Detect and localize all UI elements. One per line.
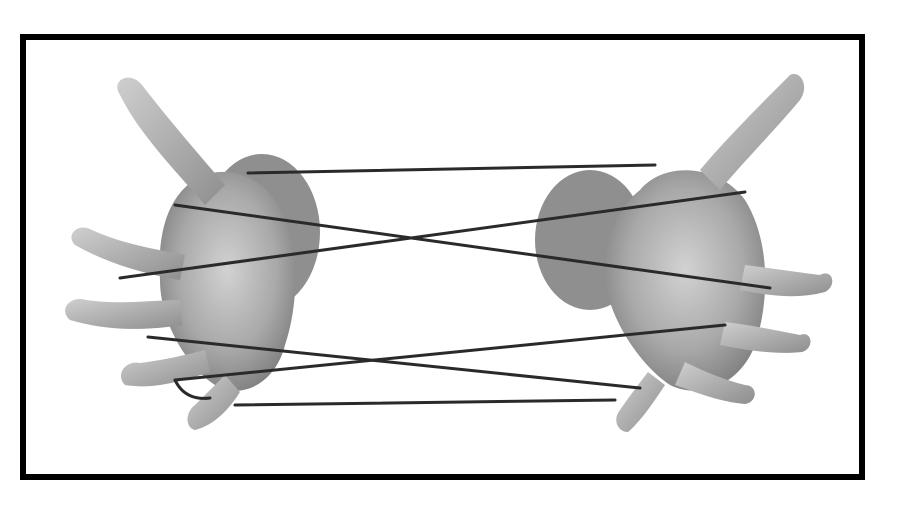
right-middle-finger xyxy=(720,322,811,353)
string-loop xyxy=(118,163,772,407)
string-bottom xyxy=(233,398,617,407)
string-left-hook xyxy=(173,378,212,400)
left-ring-finger xyxy=(120,350,210,387)
right-index-finger xyxy=(740,265,833,297)
right-ring-finger xyxy=(675,362,755,404)
string-cross-2a xyxy=(146,335,642,390)
right-thumb xyxy=(700,74,805,190)
string-cross-1b xyxy=(118,190,747,280)
string-cross-1a xyxy=(173,203,772,290)
left-middle-finger xyxy=(65,299,182,329)
left-index-finger xyxy=(71,227,185,280)
left-little-finger xyxy=(187,375,240,430)
right-hand xyxy=(535,74,833,432)
right-little-finger xyxy=(616,372,665,432)
left-palm xyxy=(159,171,296,391)
string-cross-2b xyxy=(173,323,727,382)
string-top xyxy=(246,163,657,175)
left-thumb xyxy=(117,77,225,205)
right-palm xyxy=(604,170,766,391)
